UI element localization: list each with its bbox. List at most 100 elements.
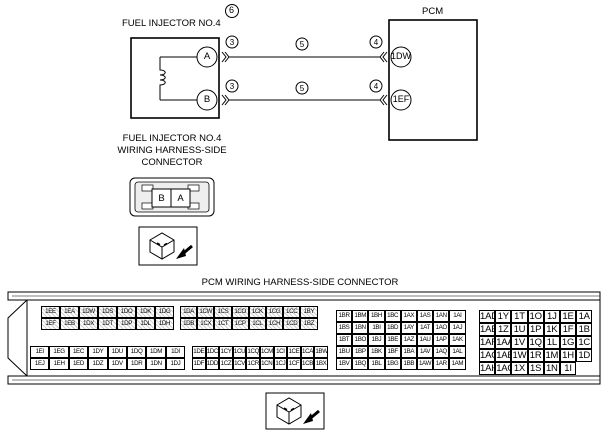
pin-cell: 1AB — [495, 349, 512, 362]
pin-cell: 1F — [559, 323, 577, 336]
pin-cell: 1CX — [197, 318, 215, 330]
pin-cell: 1BQ — [352, 358, 369, 370]
pin-cell: 1CT — [214, 318, 232, 330]
pin-cell: 1BY — [300, 306, 318, 318]
pcm-terminal-1dw-label: 1DW — [391, 51, 411, 61]
pcm-terminal-1dw-circle — [390, 46, 412, 68]
pin-cell: 1DQ — [126, 346, 147, 358]
pin-cell: 1DR — [126, 358, 147, 370]
pin-cell: 1J — [543, 310, 560, 323]
pin-cell: 1CZ — [219, 358, 233, 370]
pin-cell: 1AC — [495, 362, 512, 375]
pin-cell: 1I — [559, 362, 577, 375]
pcm-connector-title: PCM WIRING HARNESS-SIDE CONNECTOR — [201, 277, 399, 288]
pin-cell: 1DE — [192, 346, 206, 358]
pin-cell: 1BC — [384, 310, 401, 322]
pin-cell: 1AV — [416, 346, 434, 358]
pin-cell: 1CQ — [246, 346, 260, 358]
pin-cell: 1AQ — [433, 346, 450, 358]
pin-cell: 1T — [511, 310, 528, 323]
pin-cell: 1E — [559, 310, 577, 323]
pin-cell: 1CN — [259, 358, 274, 370]
pin-cell: 1S — [527, 362, 544, 375]
pin-cell: 1EG — [49, 346, 69, 358]
pin-cell: 1AR — [433, 358, 450, 370]
pin-cell: 1EA — [60, 306, 79, 318]
ref-circle-6 — [225, 4, 239, 18]
pin-cell: 1AL — [449, 346, 466, 358]
pin-cell: 1K — [543, 323, 560, 336]
pin-cell: 1DX — [79, 318, 98, 330]
pin-cell: 1DU — [107, 346, 127, 358]
terminal-a-circle — [196, 46, 218, 68]
pin-cell: 1DB — [180, 318, 198, 330]
pin-cell: 1BB — [400, 358, 417, 370]
ref-pcm-bottom: 4 — [373, 82, 379, 91]
pin-cell: 1CO — [231, 306, 249, 318]
pin-cell: 1DF — [192, 358, 206, 370]
pin-cell: 1U — [511, 323, 528, 336]
pin-cell: 1A — [576, 310, 593, 323]
pin-cell: 1DA — [180, 306, 198, 318]
pin-cell: 1CD — [283, 318, 301, 330]
pin-cell: 1DD — [205, 358, 220, 370]
pin-cell: 1BT — [336, 334, 353, 346]
pin-cell: 1L — [543, 336, 560, 349]
terminal-b-circle — [196, 89, 218, 111]
pin-cell: 1DP — [117, 318, 136, 330]
pin-cell: 1AN — [433, 310, 450, 322]
pin-cell: 1N — [543, 362, 560, 375]
ref-inj-b: 3 — [229, 82, 235, 91]
pin-cell: 1CY — [219, 346, 233, 358]
injector-connector-title-1: FUEL INJECTOR NO.4 — [122, 133, 222, 144]
pin-cell: 1ED — [68, 358, 89, 370]
pin-cell: 1BM — [352, 310, 369, 322]
pin-cell: 1CR — [246, 358, 260, 370]
terminal-a-label: A — [203, 51, 211, 62]
pin-cell: 1DI — [165, 346, 186, 358]
pin-cell: 1C — [576, 336, 593, 349]
injector-cavity-b: B — [158, 193, 165, 204]
pin-cell: 1DV — [107, 358, 127, 370]
pin-cell: 1AT — [416, 322, 434, 334]
pin-cell: 1P — [527, 323, 544, 336]
pin-cell: 1BF — [384, 346, 401, 358]
pin-cell: 1AW — [416, 358, 434, 370]
pcm-connector-view-icon — [265, 392, 325, 430]
pin-cell: 1BR — [336, 310, 353, 322]
pin-cell: 1AG — [479, 349, 496, 362]
pcm-terminal-1ef-label: 1EF — [392, 94, 410, 104]
ref-wire-top: 5 — [299, 40, 305, 49]
pin-cell: 1DG — [155, 306, 174, 318]
pin-cell: 1DN — [146, 358, 166, 370]
pin-cell: 1R — [527, 349, 544, 362]
pin-cell: 1EH — [49, 358, 69, 370]
pin-cell: 1Y — [495, 310, 512, 323]
pcm-box — [388, 19, 478, 141]
pin-cell: 1BK — [368, 346, 385, 358]
pin-cell: 1CB — [300, 358, 315, 370]
pin-cell: 1DT — [98, 318, 117, 330]
pin-cell: 1CH — [265, 318, 284, 330]
pin-cell: 1EI — [30, 346, 50, 358]
pin-cell: 1EF — [41, 318, 60, 330]
pin-cell: 1DO — [117, 306, 136, 318]
pin-cell: 1BV — [336, 358, 353, 370]
injector-cavity-a: A — [177, 193, 184, 204]
ref-wire-bottom: 5 — [299, 84, 305, 93]
pin-cell: 1EB — [60, 318, 79, 330]
injector-connector-title-2: WIRING HARNESS-SIDE — [117, 145, 227, 156]
pin-cell: 1CF — [287, 358, 301, 370]
pin-cell: 1CI — [273, 346, 288, 358]
pin-cell: 1CW — [197, 306, 215, 318]
pin-cell: 1AH — [479, 362, 496, 375]
pin-cell: 1CM — [259, 346, 274, 358]
injector-connector-shape — [129, 177, 215, 217]
pin-cell: 1DW — [79, 306, 98, 318]
pin-cell: 1BN — [352, 322, 369, 334]
pin-cell: 1BE — [384, 334, 401, 346]
pin-cell: 1CS — [214, 306, 232, 318]
